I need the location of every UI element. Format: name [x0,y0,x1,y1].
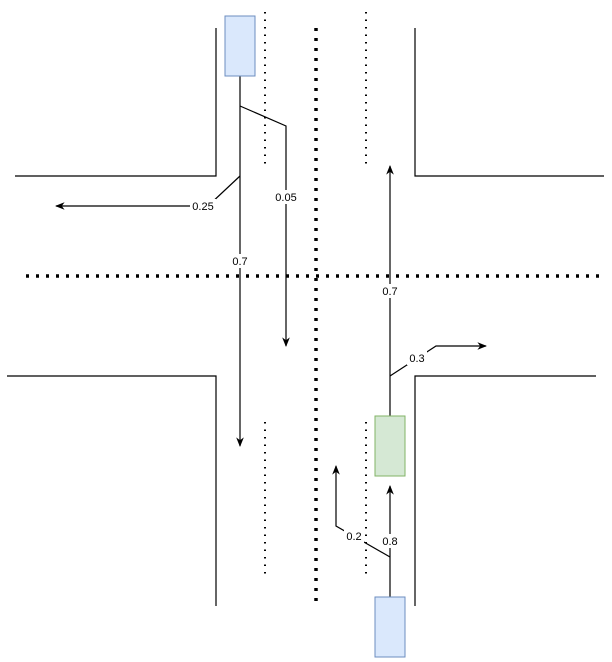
vehicle-middle-green [374,415,406,477]
road-edge-top-right [414,28,604,177]
vehicle-top-blue [224,15,256,77]
road-edge-bottom-left [7,375,217,606]
road-edges [7,28,604,606]
right-turn-arrow [389,342,487,377]
label-top-uturn: 0.05 [275,192,296,204]
label-right-turn: 0.3 [409,353,424,365]
label-bottom-straight: 0.8 [382,536,397,548]
label-right-straight: 0.7 [382,286,397,298]
flow-labels: 0.25 0.05 0.7 0.7 0.3 0.2 0.8 [190,190,427,548]
road-edge-top-left [15,28,217,177]
label-bottom-uturn: 0.2 [346,531,361,543]
bottom-uturn-arrow [332,465,391,558]
label-top-left-turn: 0.25 [192,201,213,213]
vehicle-bottom-blue [374,596,406,658]
label-top-straight: 0.7 [232,256,247,268]
top-uturn-arrow [239,105,290,347]
road-edge-bottom-right [414,375,596,606]
